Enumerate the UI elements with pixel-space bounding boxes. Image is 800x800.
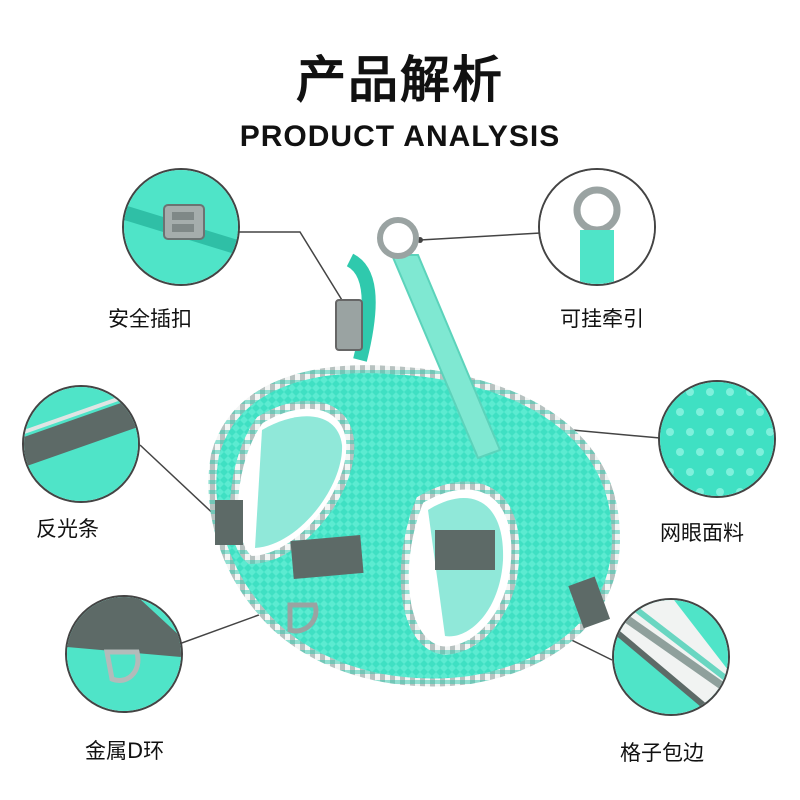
label-mesh: 网眼面料 [660, 521, 744, 545]
detail-buckle [122, 168, 240, 286]
detail-reflective [22, 385, 140, 503]
label-d-ring: 金属D环 [85, 739, 165, 763]
page-subtitle: PRODUCT ANALYSIS [239, 120, 561, 153]
ring-icon [540, 170, 654, 284]
page-title: 产品解析 [296, 51, 504, 109]
reflective-strip-icon [24, 387, 138, 501]
label-buckle: 安全插扣 [108, 307, 192, 331]
detail-mesh [658, 380, 776, 498]
label-ring: 可挂牵引 [560, 307, 644, 331]
buckle-icon [124, 170, 238, 284]
label-reflective: 反光条 [36, 517, 99, 541]
d-ring-icon [67, 597, 181, 711]
detail-plaid-trim [612, 598, 730, 716]
detail-ring [538, 168, 656, 286]
label-plaid-trim: 格子包边 [620, 741, 704, 765]
mesh-fabric-icon [660, 382, 774, 496]
plaid-trim-icon [614, 600, 728, 714]
harness-body [208, 217, 620, 687]
detail-d-ring [65, 595, 183, 713]
